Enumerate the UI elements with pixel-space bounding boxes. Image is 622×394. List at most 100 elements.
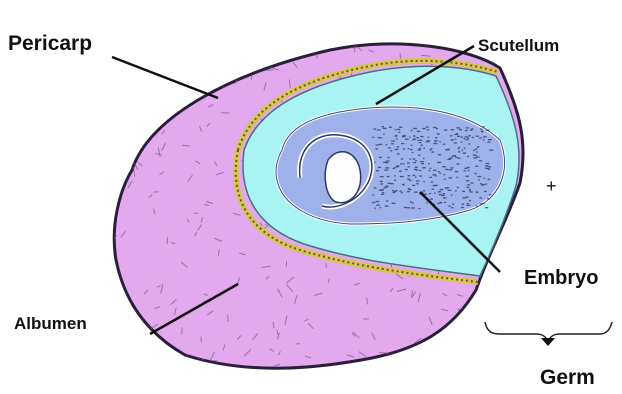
embryo-texture-speck <box>465 136 469 137</box>
embryo-texture-speck <box>429 193 431 194</box>
embryo-texture-speck <box>451 207 453 208</box>
embryo-texture-speck <box>477 192 479 193</box>
embryo-texture-speck <box>454 142 457 143</box>
embryo-texture-speck <box>417 137 419 138</box>
albumen-texture-dash <box>114 368 116 373</box>
embryo-texture-speck <box>409 137 411 138</box>
embryo-texture-speck <box>392 203 396 204</box>
embryo-texture-speck <box>451 195 453 196</box>
embryo-texture-speck <box>469 200 471 201</box>
embryo-texture-speck <box>384 187 387 188</box>
embryo-texture-speck <box>469 190 471 191</box>
embryo-texture-speck <box>443 193 446 194</box>
embryo-texture-speck <box>408 166 410 167</box>
embryo-texture-speck <box>458 151 460 152</box>
embryo-texture-speck <box>397 146 400 147</box>
label-embryo: Embryo <box>524 267 598 290</box>
embryo-texture-speck <box>431 181 433 182</box>
embryo-texture-speck <box>411 145 413 146</box>
embryo-texture-speck <box>393 168 395 169</box>
embryo-texture-speck <box>464 148 466 149</box>
embryo-texture-speck <box>484 191 487 192</box>
embryo-texture-speck <box>487 198 490 199</box>
albumen-texture-dash <box>146 115 150 118</box>
albumen-texture-dash <box>176 370 177 375</box>
embryo-texture-speck <box>420 161 424 162</box>
embryo-texture-speck <box>475 149 477 150</box>
embryo-texture-speck <box>382 192 384 193</box>
embryo-texture-speck <box>386 161 390 162</box>
albumen-texture-dash <box>176 57 180 58</box>
embryo-texture-speck <box>476 151 478 152</box>
embryo-texture-speck <box>379 190 383 191</box>
embryo-texture-speck <box>455 138 457 139</box>
embryo-texture-speck <box>451 139 455 140</box>
embryo-texture-speck <box>461 207 464 208</box>
embryo-texture-speck <box>488 179 491 180</box>
albumen-texture-dash <box>289 48 297 53</box>
embryo-texture-speck <box>423 158 425 159</box>
albumen-texture-dash <box>119 96 124 103</box>
albumen-texture-dash <box>367 297 368 304</box>
embryo-texture-speck <box>468 143 470 144</box>
embryo-texture-speck <box>416 169 418 170</box>
embryo-texture-speck <box>407 162 410 163</box>
embryo-texture-speck <box>455 157 457 158</box>
embryo-texture-speck <box>458 147 460 148</box>
embryo-texture-speck <box>407 178 410 179</box>
albumen-texture-dash <box>464 340 468 343</box>
embryo-texture-speck <box>438 171 440 172</box>
embryo-texture-speck <box>418 155 420 156</box>
embryo-texture-speck <box>416 180 420 181</box>
albumen-texture-dash <box>120 126 126 128</box>
embryo-texture-speck <box>469 189 471 190</box>
embryo-texture-speck <box>449 158 453 159</box>
embryo-texture-speck <box>395 149 399 150</box>
label-germ: Germ <box>540 366 595 390</box>
embryo-texture-speck <box>403 148 405 149</box>
embryo-texture-speck <box>430 149 432 150</box>
embryo-texture-speck <box>462 204 465 205</box>
embryo-texture-speck <box>413 158 416 159</box>
embryo-texture-speck <box>419 148 421 149</box>
embryo-texture-speck <box>396 165 400 166</box>
embryo-texture-speck <box>485 168 489 169</box>
embryo-texture-speck <box>419 170 421 171</box>
embryo-texture-speck <box>376 170 379 171</box>
embryo-texture-speck <box>481 131 484 132</box>
albumen-texture-dash <box>169 100 173 105</box>
embryo-texture-speck <box>383 133 385 134</box>
embryo-texture-speck <box>396 138 398 139</box>
embryo-texture-speck <box>412 139 414 140</box>
embryo-texture-speck <box>458 148 460 149</box>
embryo-texture-speck <box>385 167 389 168</box>
embryo-texture-speck <box>448 206 450 207</box>
embryo-texture-speck <box>400 176 404 177</box>
embryo-texture-speck <box>466 139 469 140</box>
embryo-texture-speck <box>440 173 442 174</box>
embryo-texture-speck <box>434 141 436 142</box>
embryo-texture-speck <box>418 149 422 150</box>
embryo-texture-speck <box>426 202 428 203</box>
embryo-texture-speck <box>415 160 417 161</box>
albumen-texture-dash <box>308 372 312 380</box>
embryo-texture-speck <box>418 140 420 141</box>
embryo-texture-speck <box>481 203 485 204</box>
embryo-texture-speck <box>472 137 474 138</box>
embryo-texture-speck <box>457 177 459 178</box>
embryo-texture-speck <box>461 137 463 138</box>
embryo-texture-speck <box>391 140 395 141</box>
embryo-texture-speck <box>386 144 388 145</box>
embryo-texture-speck <box>432 189 434 190</box>
embryo-texture-speck <box>422 128 426 129</box>
embryo-texture-speck <box>423 190 425 191</box>
embryo-texture-speck <box>446 149 450 150</box>
embryo-texture-speck <box>427 140 430 141</box>
embryo-texture-speck <box>414 192 418 193</box>
embryo-texture-speck <box>455 190 457 191</box>
embryo-texture-speck <box>394 180 396 181</box>
embryo-texture-speck <box>398 132 400 133</box>
embryo-texture-speck <box>424 148 426 149</box>
embryo-texture-speck <box>462 191 465 192</box>
embryo-texture-speck <box>450 167 453 168</box>
